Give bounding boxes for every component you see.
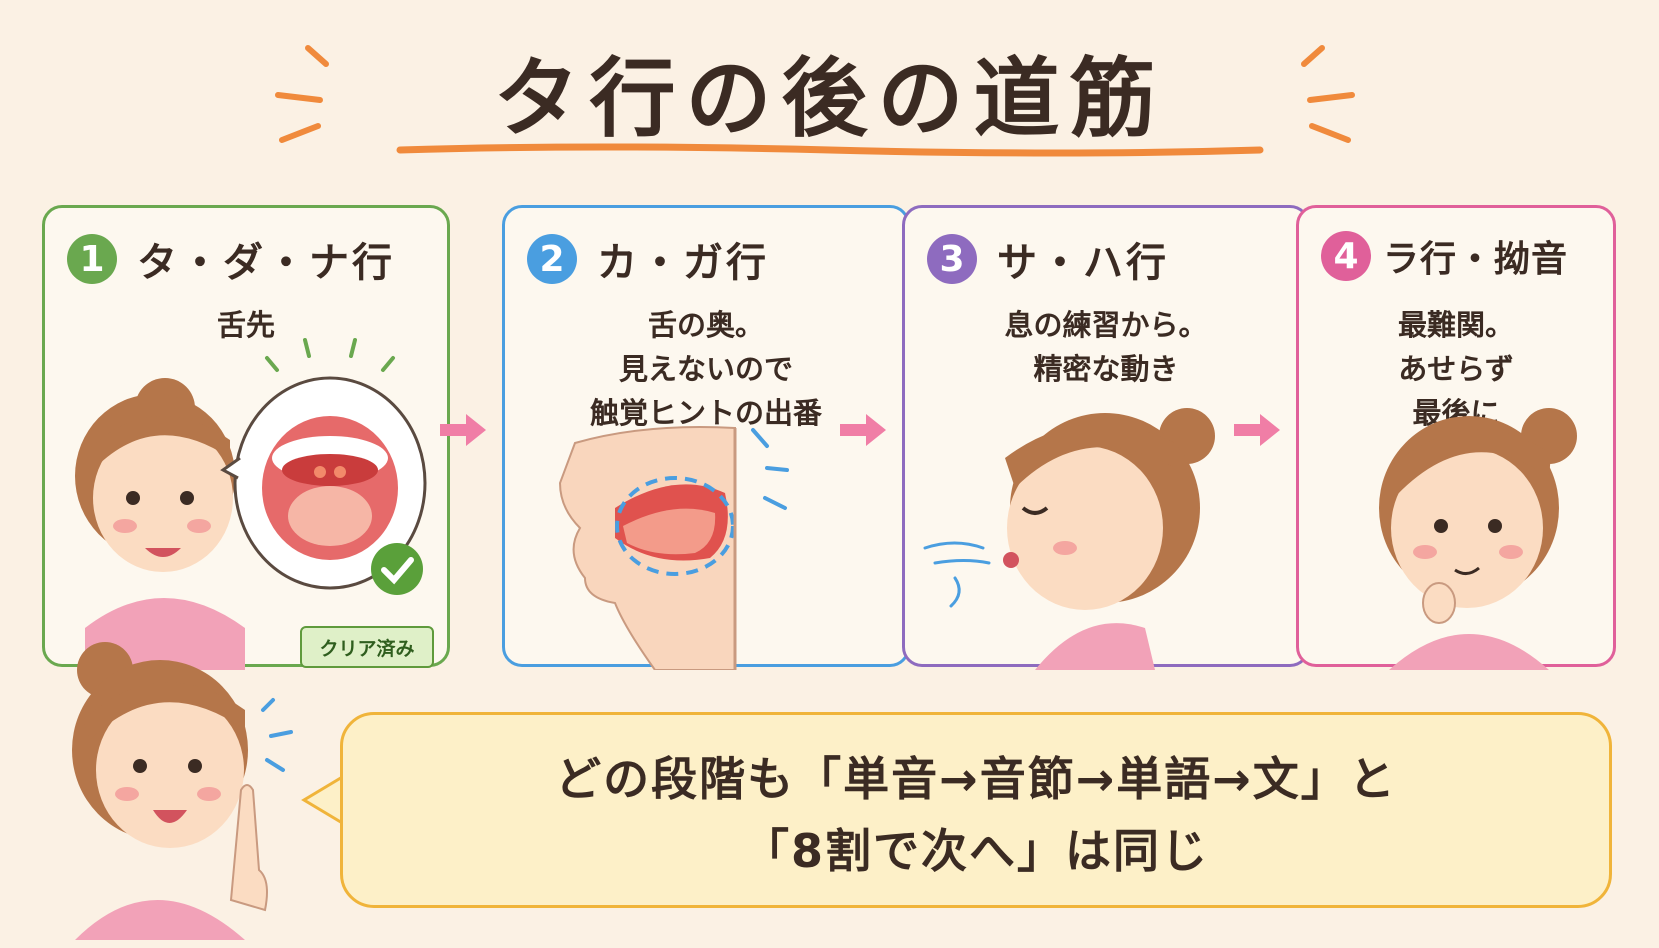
arrow-right-icon [440, 414, 486, 446]
summary-bubble: どの段階も「単音→音節→単語→文」と 「8割で次へ」は同じ [340, 712, 1612, 908]
step-3-header: 3 サ・ハ行 [927, 230, 1169, 288]
blowing-girl-illustration [923, 408, 1215, 670]
open-mouth-illustration [75, 338, 427, 670]
step-2-header: 2 カ・ガ行 [527, 230, 769, 288]
arrow-right-icon [840, 414, 886, 446]
presenter-girl-illustration [72, 642, 293, 940]
step-4-number: 4 [1321, 231, 1371, 281]
step-card-4: 4 ラ行・拗音 最難関。 あせらず 最後に [1296, 205, 1616, 670]
bubble-tail [301, 774, 345, 826]
step-1-number: 1 [67, 234, 117, 284]
thinking-girl-illustration [1379, 408, 1577, 670]
sparkle-left-icon [275, 45, 329, 143]
arrow-right-icon [1234, 414, 1280, 446]
step-1-description: 舌先 [216, 308, 275, 342]
step-3-number: 3 [927, 234, 977, 284]
step-3-title: サ・ハ行 [997, 240, 1169, 286]
summary-line-1: どの段階も「単音→音節→単語→文」と [555, 752, 1397, 806]
cleared-badge: クリア済み [300, 626, 434, 668]
page-title: タ行の後の道筋 [493, 49, 1166, 149]
step-3-description: 息の練習から。 精密な動き [1004, 308, 1208, 386]
step-2-description: 舌の奥。 見えないので 触覚ヒントの出番 [589, 308, 822, 430]
step-4-title: ラ行・拗音 [1383, 239, 1569, 280]
summary-text: どの段階も「単音→音節→単語→文」と 「8割で次へ」は同じ [343, 743, 1609, 887]
step-1-header: 1 タ・ダ・ナ行 [67, 230, 395, 288]
sparkle-right-icon [1301, 45, 1355, 143]
title-underline [396, 143, 1264, 157]
step-4-header: 4 ラ行・拗音 [1321, 230, 1568, 282]
step-2-number: 2 [527, 234, 577, 284]
mouth-cross-section-illustration [558, 426, 789, 670]
step-1-title: タ・ダ・ナ行 [137, 240, 395, 286]
summary-line-2: 「8割で次へ」は同じ [742, 824, 1209, 878]
step-2-title: カ・ガ行 [597, 240, 769, 286]
check-icon [371, 543, 423, 595]
step-card-1: 1 タ・ダ・ナ行 舌先 [42, 205, 450, 670]
